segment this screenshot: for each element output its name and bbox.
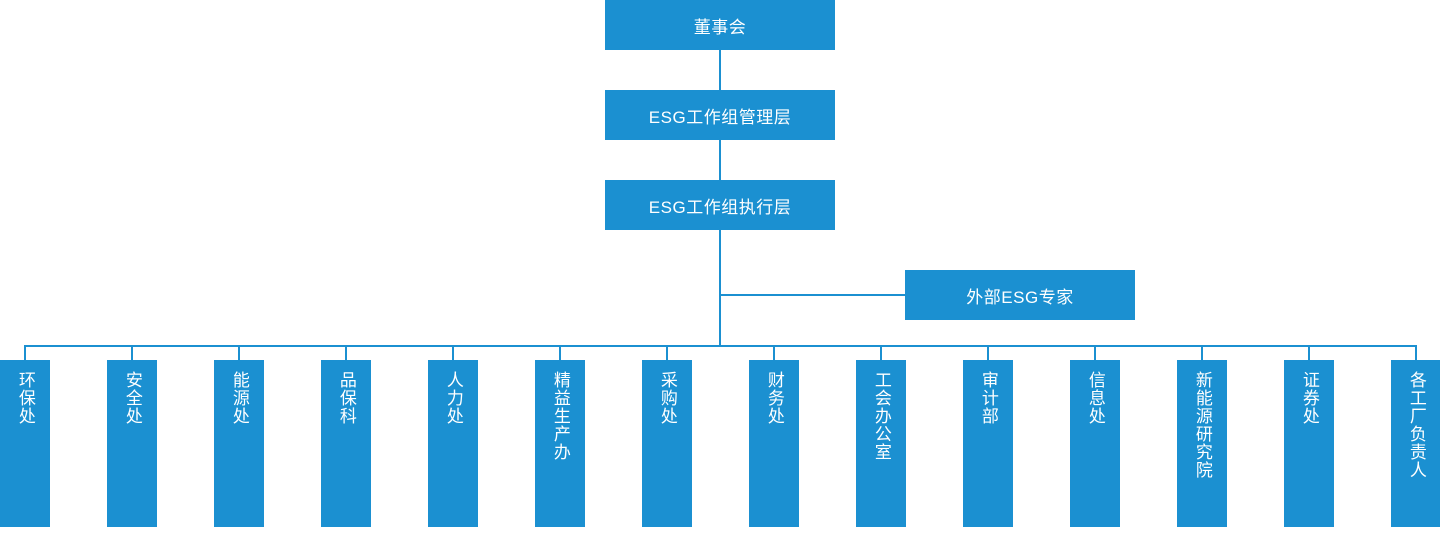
- node-department-1[interactable]: 环保处: [0, 360, 50, 527]
- stub-dept-6: [559, 345, 561, 360]
- node-department-6[interactable]: 精益生产办: [535, 360, 585, 527]
- stub-dept-10: [987, 345, 989, 360]
- node-department-12[interactable]: 新能源研究院: [1177, 360, 1227, 527]
- node-esg-execution-label: ESG工作组执行层: [648, 197, 792, 217]
- node-department-label: 精益生产办: [550, 371, 570, 461]
- node-department-14[interactable]: 各工厂负责人: [1391, 360, 1440, 527]
- stub-dept-13: [1308, 345, 1310, 360]
- node-esg-management-label: ESG工作组管理层: [648, 107, 792, 127]
- stub-dept-3: [238, 345, 240, 360]
- node-department-label: 审计部: [978, 371, 998, 425]
- node-department-10[interactable]: 审计部: [963, 360, 1013, 527]
- stub-dept-9: [880, 345, 882, 360]
- node-external-esg-advisor-label: 外部ESG专家: [966, 287, 1074, 307]
- node-department-2[interactable]: 安全处: [107, 360, 157, 527]
- node-department-label: 人力处: [443, 371, 463, 425]
- node-department-label: 财务处: [764, 371, 784, 425]
- node-department-11[interactable]: 信息处: [1070, 360, 1120, 527]
- node-esg-management[interactable]: ESG工作组管理层: [605, 90, 835, 140]
- connector-management-to-execution: [719, 140, 721, 180]
- department-bus-line: [25, 345, 1416, 347]
- node-department-label: 安全处: [122, 371, 142, 425]
- node-board-label: 董事会: [693, 17, 747, 37]
- stub-dept-7: [666, 345, 668, 360]
- connector-board-to-management: [719, 50, 721, 90]
- stub-dept-5: [452, 345, 454, 360]
- stub-dept-11: [1094, 345, 1096, 360]
- node-external-esg-advisor[interactable]: 外部ESG专家: [905, 270, 1135, 320]
- node-department-label: 能源处: [229, 371, 249, 425]
- node-department-7[interactable]: 采购处: [642, 360, 692, 527]
- node-department-label: 环保处: [15, 371, 35, 425]
- stub-dept-2: [131, 345, 133, 360]
- node-department-13[interactable]: 证券处: [1284, 360, 1334, 527]
- node-board[interactable]: 董事会: [605, 0, 835, 50]
- node-department-label: 各工厂负责人: [1406, 371, 1426, 479]
- connector-trunk-to-advisor: [719, 294, 907, 296]
- stub-dept-14: [1415, 345, 1417, 360]
- node-department-label: 品保科: [336, 371, 356, 425]
- node-department-label: 采购处: [657, 371, 677, 425]
- node-department-8[interactable]: 财务处: [749, 360, 799, 527]
- stub-dept-12: [1201, 345, 1203, 360]
- node-department-4[interactable]: 品保科: [321, 360, 371, 527]
- node-department-5[interactable]: 人力处: [428, 360, 478, 527]
- connector-execution-trunk: [719, 230, 721, 347]
- stub-dept-1: [24, 345, 26, 360]
- node-department-9[interactable]: 工会办公室: [856, 360, 906, 527]
- node-esg-execution[interactable]: ESG工作组执行层: [605, 180, 835, 230]
- stub-dept-4: [345, 345, 347, 360]
- node-department-label: 新能源研究院: [1192, 371, 1212, 479]
- node-department-label: 工会办公室: [871, 371, 891, 461]
- node-department-3[interactable]: 能源处: [214, 360, 264, 527]
- stub-dept-8: [773, 345, 775, 360]
- node-department-label: 证券处: [1299, 371, 1319, 425]
- node-department-label: 信息处: [1085, 371, 1105, 425]
